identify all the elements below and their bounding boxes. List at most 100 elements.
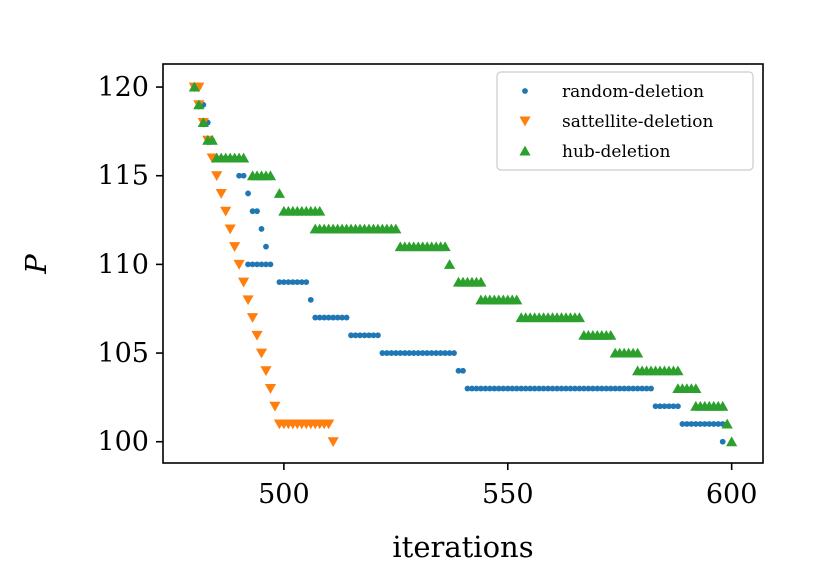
- data-point: [327, 437, 339, 448]
- data-point: [255, 348, 268, 359]
- data-point: [264, 384, 277, 394]
- legend-label: sattellite-deletion: [562, 112, 713, 132]
- data-point: [280, 279, 287, 286]
- data-point: [273, 188, 286, 198]
- data-point: [433, 350, 440, 356]
- data-point: [321, 314, 328, 321]
- data-point: [509, 385, 516, 392]
- data-point: [193, 99, 205, 110]
- data-point: [388, 350, 395, 356]
- data-point: [392, 350, 399, 356]
- data-point: [473, 385, 480, 392]
- data-point: [307, 296, 314, 303]
- data-point: [670, 403, 677, 410]
- data-point: [504, 385, 511, 392]
- data-point: [285, 279, 292, 286]
- legend-label: hub-deletion: [562, 142, 670, 162]
- data-point: [672, 365, 684, 376]
- data-point: [249, 261, 256, 268]
- data-point: [666, 403, 672, 410]
- data-point: [439, 241, 451, 252]
- x-axis-label: iterations: [392, 530, 533, 564]
- data-point: [710, 421, 717, 427]
- data-point: [303, 279, 310, 286]
- data-point: [334, 314, 341, 321]
- data-point: [246, 313, 259, 323]
- data-point: [410, 350, 417, 356]
- data-point: [437, 350, 444, 356]
- data-point: [383, 350, 390, 356]
- data-point: [233, 259, 245, 270]
- data-point: [269, 401, 281, 412]
- data-point: [661, 403, 668, 410]
- y-tick-label: 115: [97, 161, 149, 192]
- data-point: [276, 279, 283, 286]
- series-sattellite-deletion: [188, 82, 339, 448]
- data-point: [258, 226, 265, 232]
- data-point: [251, 330, 263, 341]
- data-point: [558, 385, 565, 392]
- data-point: [632, 347, 644, 358]
- data-point: [540, 385, 547, 392]
- legend-marker: [519, 116, 531, 127]
- data-point: [567, 385, 574, 392]
- data-point: [491, 385, 498, 392]
- data-point: [643, 385, 650, 392]
- data-point: [469, 385, 475, 392]
- data-point: [258, 261, 265, 268]
- data-point: [531, 385, 538, 392]
- data-point: [343, 314, 350, 321]
- data-point: [536, 385, 543, 392]
- data-point: [245, 261, 251, 268]
- data-point: [634, 385, 641, 392]
- data-point: [630, 385, 637, 392]
- data-point: [594, 385, 601, 392]
- data-point: [726, 436, 738, 447]
- data-point: [657, 403, 663, 410]
- data-point: [415, 350, 422, 356]
- x-tick-label: 600: [706, 479, 758, 510]
- data-point: [357, 332, 363, 339]
- data-point: [576, 385, 583, 392]
- data-point: [697, 421, 704, 427]
- data-point: [245, 190, 251, 197]
- data-point: [675, 403, 681, 410]
- data-point: [648, 385, 654, 392]
- data-point: [254, 208, 260, 215]
- data-point: [545, 385, 551, 392]
- data-point: [361, 332, 368, 339]
- series-hub-deletion: [188, 81, 738, 447]
- data-point: [639, 385, 646, 392]
- legend-marker: [519, 145, 531, 156]
- data-point: [375, 332, 381, 339]
- y-tick-label: 110: [97, 249, 149, 280]
- data-point: [475, 276, 487, 287]
- legend-item: random-deletion: [522, 82, 704, 102]
- data-point: [298, 279, 305, 286]
- data-point: [549, 385, 556, 392]
- data-point: [500, 385, 507, 392]
- data-point: [616, 385, 623, 392]
- data-point: [263, 261, 269, 268]
- data-point: [289, 279, 296, 286]
- data-point: [451, 350, 457, 356]
- data-point: [690, 383, 702, 393]
- data-point: [197, 117, 209, 127]
- data-point: [478, 385, 484, 392]
- data-point: [598, 385, 605, 392]
- data-point: [573, 312, 586, 323]
- data-point: [379, 350, 386, 356]
- data-point: [706, 421, 713, 427]
- data-point: [482, 385, 489, 392]
- x-tick-label: 550: [482, 479, 534, 510]
- data-point: [314, 205, 326, 216]
- data-point: [211, 171, 223, 182]
- data-point: [495, 385, 502, 392]
- data-point: [312, 314, 319, 321]
- y-tick-label: 120: [97, 72, 149, 103]
- data-point: [443, 259, 456, 269]
- data-point: [263, 243, 269, 250]
- data-point: [215, 188, 227, 199]
